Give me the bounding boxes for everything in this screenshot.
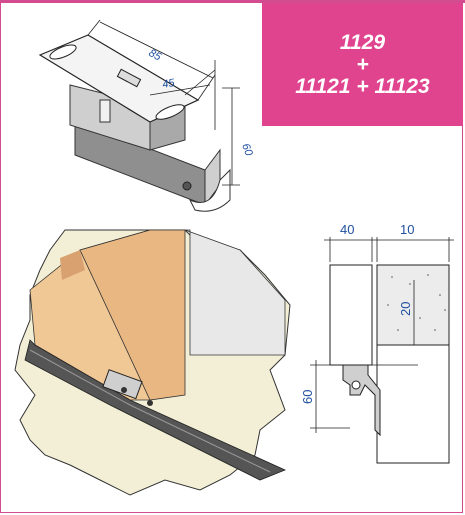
door-section xyxy=(329,264,373,366)
dimension-lines-iso xyxy=(87,19,240,186)
product-code-line-3: 11121 + 11123 xyxy=(295,74,430,98)
dim-top-left-label: 40 xyxy=(340,222,354,237)
section-dimension-lines xyxy=(310,237,454,433)
door-shadow xyxy=(60,250,85,280)
frame-texture xyxy=(387,274,446,331)
back-wall xyxy=(184,229,286,356)
top-accent-bar xyxy=(0,0,465,3)
floor-track xyxy=(24,339,287,481)
dim-top-right-label: 10 xyxy=(400,222,414,237)
product-code-line-1: 1129 xyxy=(339,30,386,54)
stop-bracket xyxy=(342,364,381,437)
dim-width-label: 45 xyxy=(161,77,176,91)
plate-catch xyxy=(116,68,142,88)
plate-hole-right xyxy=(155,104,185,120)
dim-side-label: 20 xyxy=(398,302,413,316)
dim-height-label: 60 xyxy=(239,142,255,158)
door-panel-right xyxy=(79,229,186,401)
dim-bottom-label: 60 xyxy=(300,390,315,404)
housing-slot xyxy=(99,99,111,123)
plate-hole-left xyxy=(49,44,77,60)
product-code-label: 1129 + 11121 + 11123 xyxy=(262,3,463,126)
product-code-plus: + xyxy=(356,52,369,76)
frame-section xyxy=(376,264,450,346)
wall-section xyxy=(376,344,450,464)
floor-stop-screw xyxy=(121,387,127,393)
floor-stop xyxy=(102,369,143,400)
rail-screw xyxy=(182,181,192,191)
